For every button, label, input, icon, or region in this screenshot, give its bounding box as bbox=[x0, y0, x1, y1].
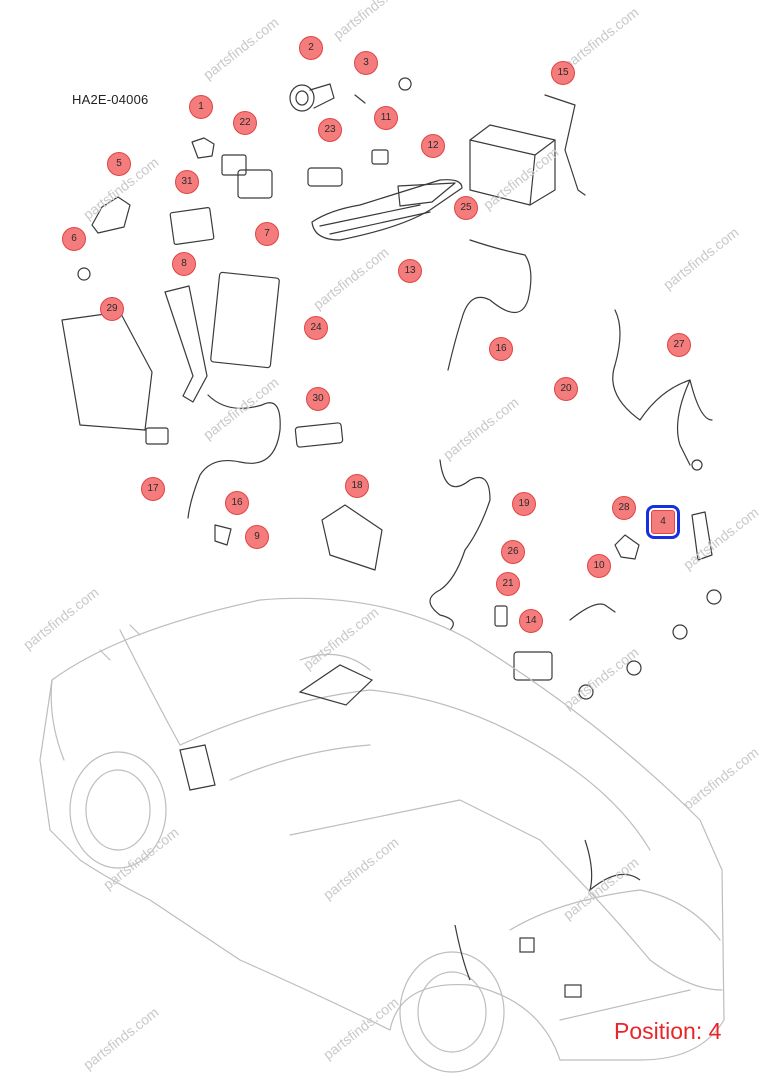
callout-16-left[interactable]: 16 bbox=[225, 491, 249, 515]
wiring-harness-26 bbox=[429, 459, 491, 631]
callout-20[interactable]: 20 bbox=[554, 377, 578, 401]
callout-27[interactable]: 27 bbox=[667, 333, 691, 357]
sensor-10-part bbox=[569, 603, 616, 621]
callout-9[interactable]: 9 bbox=[245, 525, 269, 549]
bracket-8-part bbox=[164, 285, 208, 403]
callout-14[interactable]: 14 bbox=[519, 609, 543, 633]
callout-1[interactable]: 1 bbox=[189, 95, 213, 119]
bolt-part bbox=[77, 267, 91, 281]
callout-7[interactable]: 7 bbox=[255, 222, 279, 246]
sensor-9-part bbox=[214, 524, 232, 546]
callout-11[interactable]: 11 bbox=[374, 106, 398, 130]
overhead-console-part bbox=[311, 179, 463, 241]
callout-23[interactable]: 23 bbox=[318, 118, 342, 142]
callout-22[interactable]: 22 bbox=[233, 111, 257, 135]
callout-12[interactable]: 12 bbox=[421, 134, 445, 158]
bracket-part bbox=[221, 154, 247, 176]
callout-2[interactable]: 2 bbox=[299, 36, 323, 60]
module-30-part bbox=[294, 422, 344, 448]
smart-junction-part bbox=[210, 271, 280, 369]
callout-25[interactable]: 25 bbox=[454, 196, 478, 220]
position-label: Position: 4 bbox=[614, 1018, 722, 1044]
callout-10[interactable]: 10 bbox=[587, 554, 611, 578]
horn-module-part bbox=[91, 196, 131, 234]
module-18-part bbox=[321, 504, 383, 571]
callout-4-selected[interactable]: 4 bbox=[646, 505, 680, 539]
plug-parts bbox=[578, 459, 722, 700]
fuse-21-part bbox=[494, 605, 508, 627]
trim-4-part bbox=[691, 511, 713, 561]
wiring-harness-16-left bbox=[187, 394, 281, 519]
callout-26[interactable]: 26 bbox=[501, 540, 525, 564]
sensor-part bbox=[371, 149, 389, 165]
callout-15[interactable]: 15 bbox=[551, 61, 575, 85]
ipm-part bbox=[61, 311, 153, 431]
module-31-part bbox=[169, 207, 215, 245]
car-outline bbox=[39, 597, 725, 1073]
callout-19[interactable]: 19 bbox=[512, 492, 536, 516]
wiring-harness-27 bbox=[612, 309, 713, 466]
callout-17[interactable]: 17 bbox=[141, 477, 165, 501]
callout-24[interactable]: 24 bbox=[304, 316, 328, 340]
sensor-28-part bbox=[614, 534, 640, 560]
callout-3[interactable]: 3 bbox=[354, 51, 378, 75]
callout-16-right[interactable]: 16 bbox=[489, 337, 513, 361]
horn-part bbox=[289, 77, 412, 112]
callout-21[interactable]: 21 bbox=[496, 572, 520, 596]
wiring-harness-16-right bbox=[447, 239, 532, 371]
callout-30[interactable]: 30 bbox=[306, 387, 330, 411]
module-14-part bbox=[513, 651, 553, 681]
callout-13[interactable]: 13 bbox=[398, 259, 422, 283]
callout-31[interactable]: 31 bbox=[175, 170, 199, 194]
callout-6[interactable]: 6 bbox=[62, 227, 86, 251]
receiver-part bbox=[307, 167, 343, 187]
callout-29[interactable]: 29 bbox=[100, 297, 124, 321]
diagram-code: HA2E-04006 bbox=[72, 92, 149, 107]
callout-5[interactable]: 5 bbox=[107, 152, 131, 176]
callout-18[interactable]: 18 bbox=[345, 474, 369, 498]
callout-8[interactable]: 8 bbox=[172, 252, 196, 276]
callout-28[interactable]: 28 bbox=[612, 496, 636, 520]
body-control-module-part bbox=[469, 94, 586, 206]
car-installed-parts bbox=[179, 664, 641, 998]
connector-part bbox=[237, 169, 273, 199]
switch-17-part bbox=[145, 427, 169, 445]
switch-part bbox=[191, 137, 215, 159]
